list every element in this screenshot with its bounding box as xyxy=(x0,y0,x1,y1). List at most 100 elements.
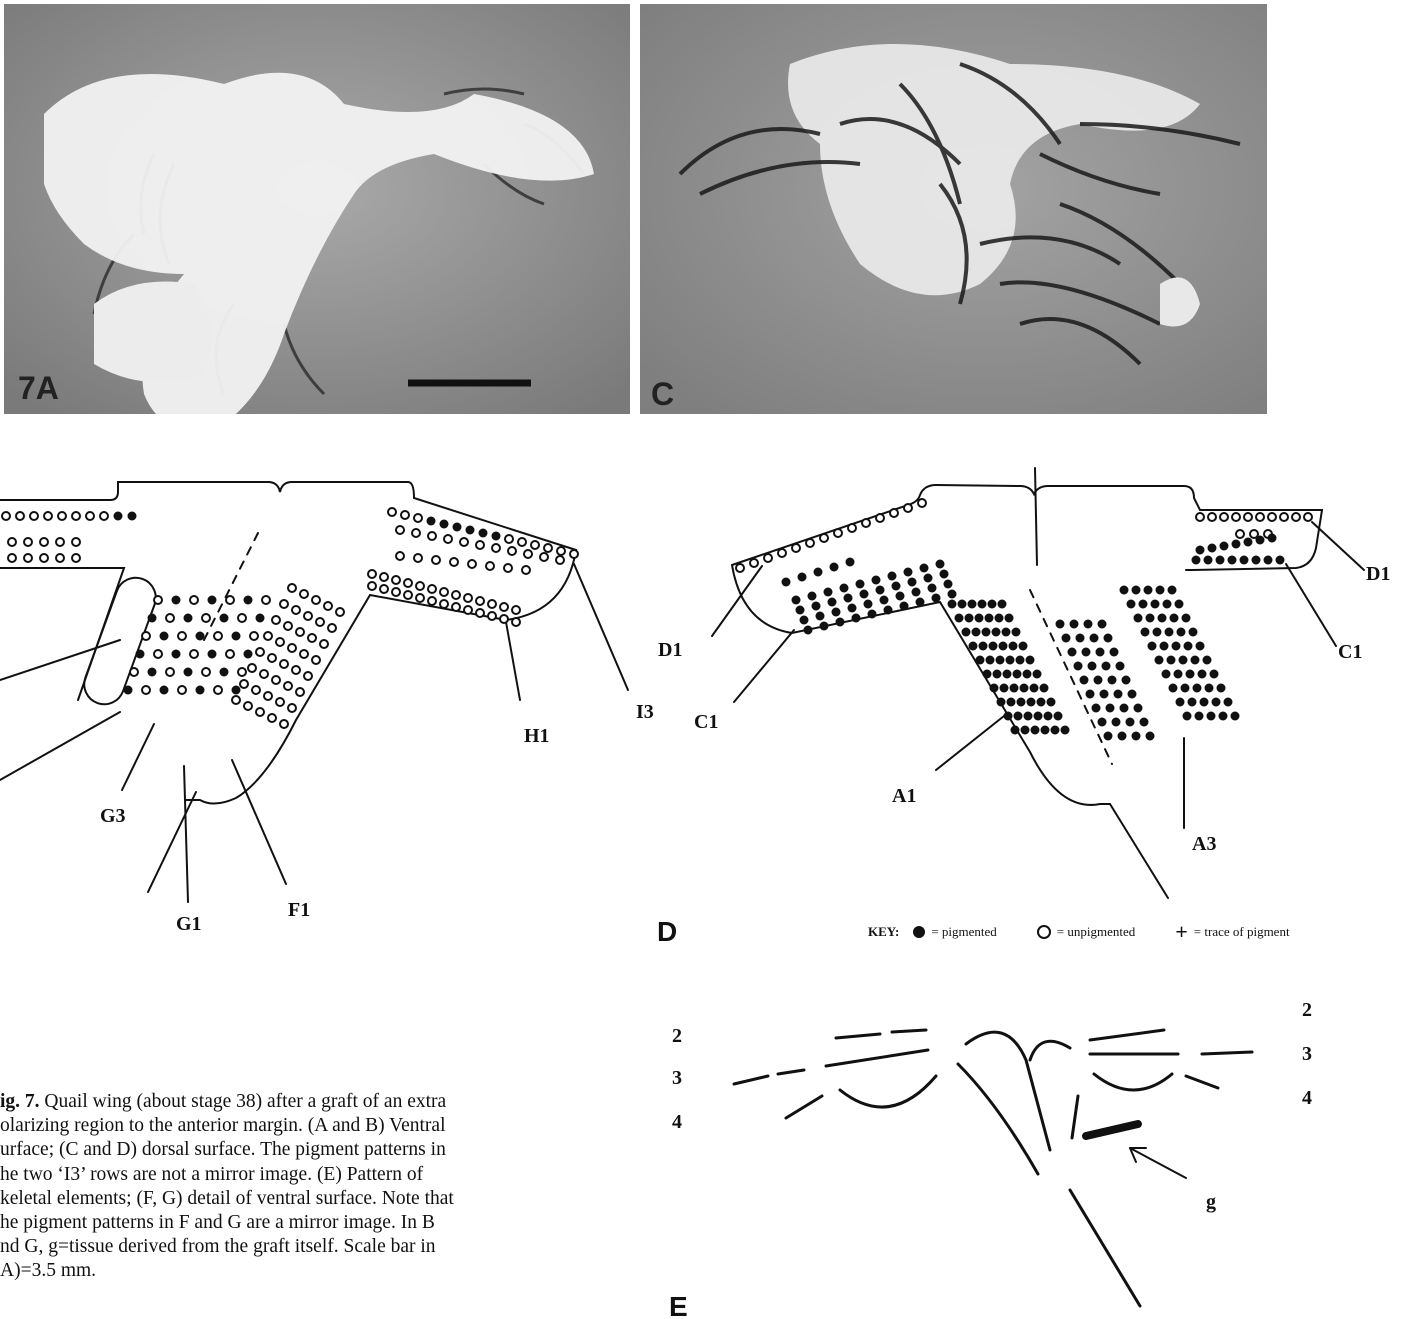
key-unpigmented: = unpigmented xyxy=(1057,924,1135,940)
unpigmented-dot xyxy=(292,606,300,614)
pigmented-dot xyxy=(1047,698,1056,707)
unpigmented-dot xyxy=(214,686,222,694)
caption-fig-label: ig. 7. xyxy=(0,1091,40,1112)
pigmented-dot xyxy=(184,614,193,623)
diagram-d-dots xyxy=(736,499,1312,741)
unpigmented-dot xyxy=(464,594,472,602)
pigmented-dot xyxy=(989,642,998,651)
pigmented-dot xyxy=(965,614,974,623)
pigmented-dot xyxy=(1116,662,1125,671)
unpigmented-dot xyxy=(8,538,16,546)
pigmented-dot xyxy=(1183,712,1192,721)
unpigmented-dot xyxy=(202,614,210,622)
pigmented-dot xyxy=(846,558,855,567)
unpigmented-dot xyxy=(464,606,472,614)
pigmented-dot xyxy=(1068,648,1077,657)
pigmented-dot xyxy=(1010,684,1019,693)
label-c1-right: C1 xyxy=(1338,641,1362,663)
unpigmented-dot xyxy=(368,570,376,578)
unpigmented-dot xyxy=(1244,513,1252,521)
pigmented-dot xyxy=(969,642,978,651)
pigmented-dot xyxy=(1189,628,1198,637)
unpigmented-dot xyxy=(284,622,292,630)
e-left-number-3: 3 xyxy=(672,1067,682,1089)
pigmented-dot xyxy=(868,610,877,619)
unpigmented-dot xyxy=(300,650,308,658)
unpigmented-dot xyxy=(452,591,460,599)
unpigmented-dot xyxy=(280,660,288,668)
unpigmented-dot xyxy=(444,535,452,543)
pigmented-dot xyxy=(1151,600,1160,609)
pigmented-dot xyxy=(982,628,991,637)
unpigmented-dot xyxy=(392,588,400,596)
pigmented-dot xyxy=(114,512,123,521)
pigmented-dot xyxy=(972,628,981,637)
unpigmented-dot xyxy=(500,615,508,623)
unpigmented-dot xyxy=(368,582,376,590)
pigmented-dot xyxy=(466,526,475,535)
pigmented-dot xyxy=(1220,542,1229,551)
pigmented-dot xyxy=(1177,628,1186,637)
pigmented-dot xyxy=(196,686,205,695)
unpigmented-dot xyxy=(544,544,552,552)
unpigmented-dot xyxy=(40,538,48,546)
pigmented-dot xyxy=(1096,648,1105,657)
pigmented-dot xyxy=(1026,656,1035,665)
unpigmented-dot xyxy=(476,597,484,605)
pigmented-dot xyxy=(1162,670,1171,679)
pigmented-dot xyxy=(160,632,169,641)
unpigmented-dot xyxy=(392,576,400,584)
pigmented-dot xyxy=(904,568,913,577)
pigmented-dot xyxy=(860,590,869,599)
unpigmented-dot xyxy=(488,612,496,620)
pigmented-dot xyxy=(1132,586,1141,595)
unpigmented-dot xyxy=(486,562,494,570)
pigmented-dot xyxy=(160,686,169,695)
pigmented-dot xyxy=(836,618,845,627)
label-i3: I3 xyxy=(636,701,654,723)
pigmented-dot xyxy=(1000,684,1009,693)
unpigmented-dot xyxy=(308,634,316,642)
unpigmented-dot xyxy=(280,600,288,608)
unpigmented-dot xyxy=(154,596,162,604)
unpigmented-dot xyxy=(268,654,276,662)
pigmented-dot xyxy=(1240,556,1249,565)
e-left-number-2: 2 xyxy=(672,1025,682,1047)
unpigmented-dot xyxy=(518,538,526,546)
pigmented-dot xyxy=(944,580,953,589)
pigmented-dot xyxy=(1094,676,1103,685)
unpigmented-dot xyxy=(452,603,460,611)
pigmented-dot xyxy=(1188,698,1197,707)
pigmented-dot xyxy=(1193,684,1202,693)
pigmented-dot xyxy=(1205,684,1214,693)
unpigmented-dot xyxy=(512,618,520,626)
unpigmented-dot xyxy=(248,664,256,672)
diagram-b-outline xyxy=(0,482,576,804)
pigmented-dot xyxy=(148,668,157,677)
pigmented-dot xyxy=(916,598,925,607)
unpigmented-dot xyxy=(500,603,508,611)
unpigmented-dot xyxy=(792,544,800,552)
unpigmented-dot xyxy=(166,614,174,622)
unpigmented-dot xyxy=(324,602,332,610)
pigmented-dot xyxy=(1146,614,1155,623)
pigmented-dot xyxy=(912,588,921,597)
pigmented-dot xyxy=(1122,676,1131,685)
pigmented-dot xyxy=(208,650,217,659)
pigmented-dot xyxy=(184,668,193,677)
unpigmented-dot xyxy=(556,556,564,564)
pigmented-dot xyxy=(848,604,857,613)
pigmented-dot xyxy=(1172,642,1181,651)
pigmented-dot xyxy=(900,602,909,611)
pigmented-dot xyxy=(928,584,937,593)
unpigmented-dot xyxy=(380,573,388,581)
unpigmented-dot xyxy=(272,616,280,624)
pigmented-dot xyxy=(804,626,813,635)
unpigmented-dot xyxy=(288,704,296,712)
unpigmented-dot xyxy=(328,624,336,632)
pigmented-dot xyxy=(208,596,217,605)
e-graft-label: g xyxy=(1206,1191,1216,1213)
label-a3: A3 xyxy=(1192,833,1216,855)
unpigmented-dot xyxy=(284,682,292,690)
pigmented-dot xyxy=(940,570,949,579)
